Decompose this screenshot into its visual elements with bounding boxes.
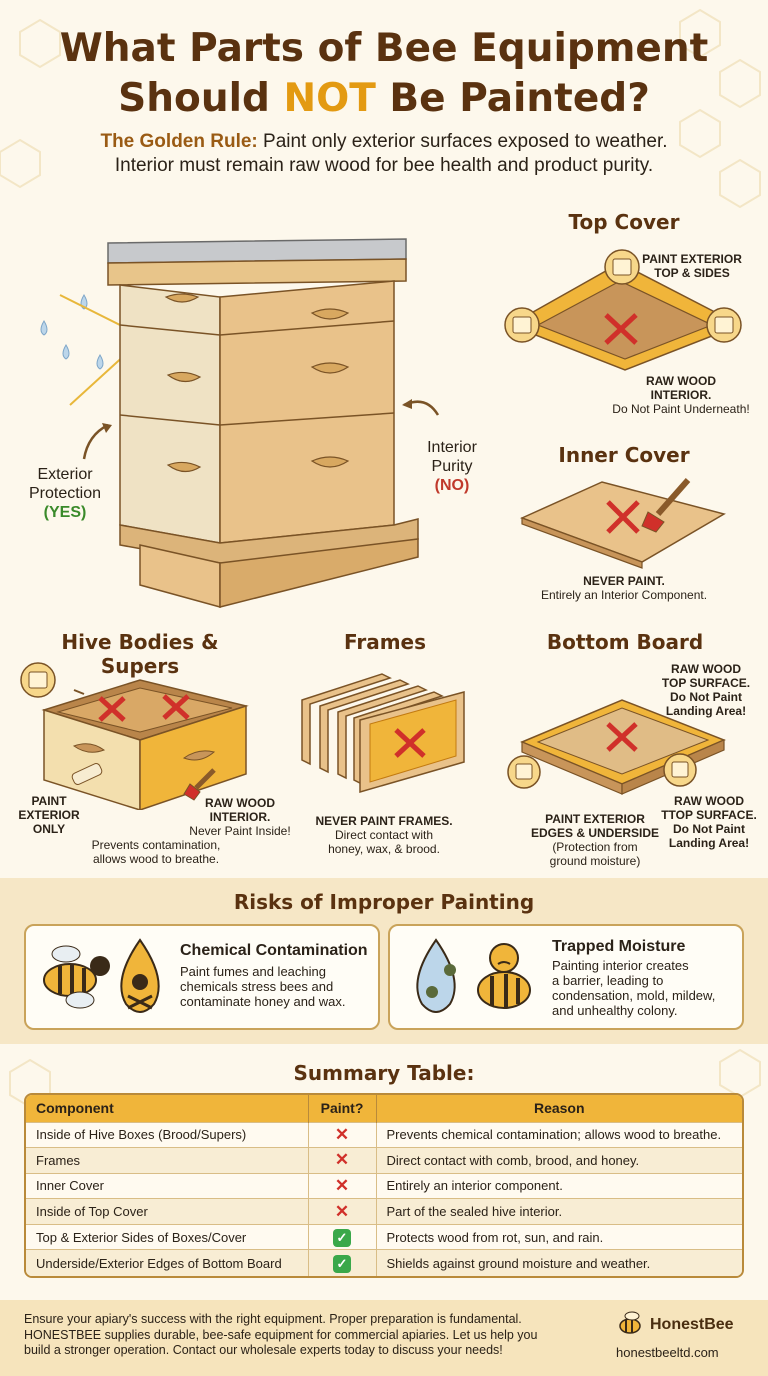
brand-name: HonestBee	[650, 1316, 734, 1333]
hive-illustration	[40, 238, 440, 608]
cell-reason: Protects wood from rot, sun, and rain.	[376, 1223, 742, 1250]
cross-icon: ✕	[308, 1198, 377, 1225]
table-row: Inner Cover✕Entirely an interior compone…	[26, 1172, 742, 1199]
moisture-title: Trapped Moisture	[552, 938, 686, 955]
frames-title: Frames	[343, 630, 427, 654]
cell-reason: Entirely an interior component.	[376, 1172, 742, 1199]
bottom-board-illustration	[507, 699, 726, 795]
header-paint: Paint?	[308, 1095, 377, 1122]
inner-cover-title: Inner Cover	[558, 443, 690, 467]
title-line-1: What Parts of Bee Equipment	[59, 26, 709, 71]
paintbrush-icon	[183, 768, 216, 801]
table-row: Inside of Hive Boxes (Brood/Supers)✕Prev…	[26, 1121, 742, 1148]
footer	[0, 1300, 768, 1376]
bee-icon	[43, 945, 110, 1009]
golden-rule-label: The Golden Rule:	[100, 131, 258, 152]
moisture-icons	[416, 938, 531, 1013]
paintbrush-icon	[641, 478, 691, 533]
paint-can-icon	[504, 249, 742, 343]
cross-icon: ✕	[308, 1147, 377, 1174]
cell-reason: Shields against ground moisture and weat…	[376, 1249, 742, 1276]
sad-bee-icon	[477, 943, 531, 1009]
inner-cover-illustration	[520, 478, 726, 569]
water-drop-icon	[416, 938, 456, 1013]
interior-purity-label: Interior Purity (NO)	[412, 438, 492, 495]
check-icon: ✓	[308, 1223, 377, 1250]
title-line-2: Should NOT Be Painted?	[118, 76, 650, 121]
cell-component: Frames	[26, 1147, 309, 1174]
bottom-board-title: Bottom Board	[546, 630, 704, 654]
chemical-title: Chemical Contamination	[180, 942, 368, 959]
poison-drop-icon	[120, 938, 160, 1013]
golden-rule: The Golden Rule: Paint only exterior sur…	[100, 131, 668, 176]
top-cover-illustration	[504, 249, 742, 371]
footer-text: Ensure your apiary's success with the ri…	[24, 1312, 538, 1357]
cell-component: Inside of Top Cover	[26, 1198, 309, 1225]
cell-reason: Part of the sealed hive interior.	[376, 1198, 742, 1225]
table-row: Frames✕Direct contact with comb, brood, …	[26, 1147, 742, 1174]
cell-component: Top & Exterior Sides of Boxes/Cover	[26, 1223, 309, 1250]
cell-reason: Direct contact with comb, brood, and hon…	[376, 1147, 742, 1174]
cell-component: Underside/Exterior Edges of Bottom Board	[26, 1249, 309, 1276]
cross-icon: ✕	[308, 1172, 377, 1199]
check-icon: ✓	[308, 1249, 377, 1276]
frames-illustration	[301, 673, 465, 793]
cell-reason: Prevents chemical contamination; allows …	[376, 1121, 742, 1148]
website-link[interactable]: honestbeeltd.com	[616, 1345, 719, 1360]
cell-component: Inside of Hive Boxes (Brood/Supers)	[26, 1121, 309, 1148]
cell-component: Inner Cover	[26, 1172, 309, 1199]
hive-body-illustration	[20, 662, 249, 810]
risks-title: Risks of Improper Painting	[233, 890, 535, 914]
summary-title: Summary Table:	[293, 1061, 475, 1085]
page-title: What Parts of Bee Equipment Should NOT B…	[0, 24, 768, 124]
paint-roller-icon	[71, 763, 103, 785]
paint-can-icon	[20, 662, 56, 698]
cross-icon: ✕	[308, 1121, 377, 1148]
paint-can-icon	[507, 753, 697, 789]
exterior-protection-label: Exterior Protection (YES)	[20, 465, 110, 522]
chemical-icons	[43, 938, 160, 1013]
table-header-row: Component Paint? Reason	[26, 1095, 742, 1122]
inner-cover-note: NEVER PAINT.Entirely an Interior Compone…	[540, 574, 708, 602]
exterior-yes: (YES)	[43, 504, 87, 521]
header-component: Component	[26, 1095, 309, 1122]
hive-bodies-title: Hive Bodies & Supers	[61, 630, 219, 678]
title-highlight: NOT	[283, 76, 376, 121]
hive-body-note: Prevents contamination,allows wood to br…	[91, 838, 221, 866]
honestbee-logo-icon	[619, 1311, 641, 1334]
table-row: Underside/Exterior Edges of Bottom Board…	[26, 1249, 742, 1276]
top-cover-title: Top Cover	[568, 210, 680, 234]
header-reason: Reason	[376, 1095, 742, 1122]
table-row: Top & Exterior Sides of Boxes/Cover✓Prot…	[26, 1223, 742, 1250]
interior-no: (NO)	[434, 477, 470, 494]
table-row: Inside of Top Cover✕Part of the sealed h…	[26, 1198, 742, 1225]
summary-table: Component Paint? Reason Inside of Hive B…	[24, 1093, 744, 1278]
